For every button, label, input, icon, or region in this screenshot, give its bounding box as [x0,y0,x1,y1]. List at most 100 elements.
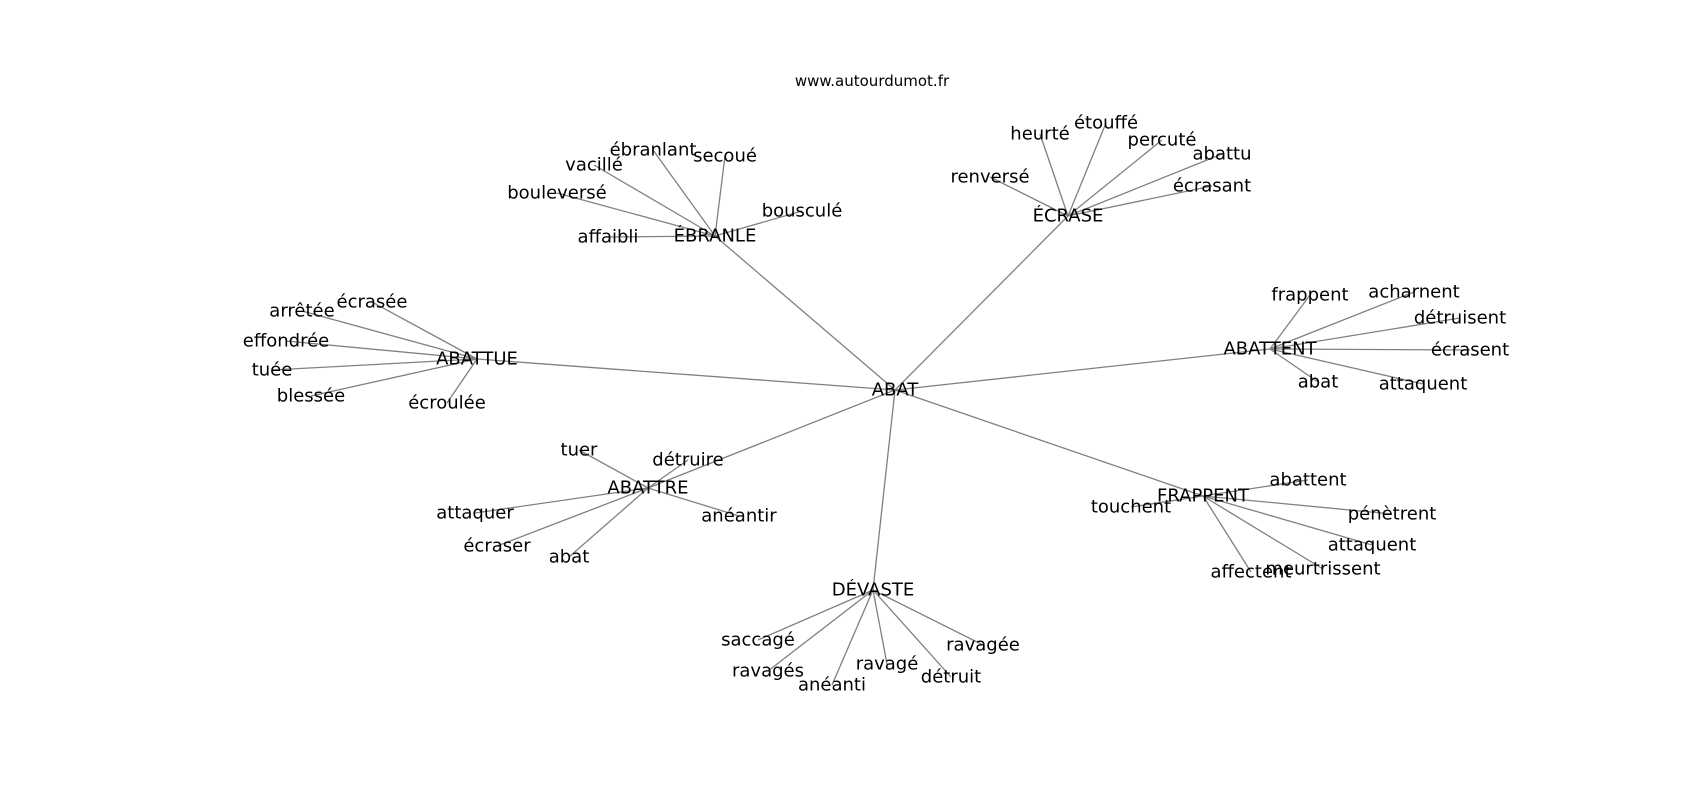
edge-abattue-arretee [301,310,478,360]
edge-abattre-abat [568,487,649,558]
node-hub-devaste: DÉVASTE [832,579,915,601]
edge-devaste-ravagee [872,589,984,646]
edge-root-abattent [894,348,1271,391]
node-leaf-ecrase-etouffe: étouffé [1074,113,1138,134]
node-leaf-abattue-ecroulee: écroulée [408,393,486,414]
edge-ebranle-bouleverse [556,192,716,237]
edge-abattent-acharnent [1269,291,1415,350]
graph-edges [271,122,1471,686]
node-leaf-abattue-arretee: arrêtée [269,301,334,322]
node-hub-abattue: ABATTUE [436,349,518,370]
edge-frappent-abattent [1202,479,1309,497]
node-leaf-ecrase-heurte: heurté [1010,124,1069,145]
node-leaf-abattre-ecraser: écraser [463,536,531,557]
edge-abattue-ecroulee [446,358,478,404]
edge-frappent-attaquent [1202,495,1373,546]
node-leaf-devaste-ravage: ravagé [856,654,919,675]
edge-frappent-affectent [1202,495,1252,573]
node-hub-frappent: FRAPPENT [1157,486,1250,507]
edge-ecrase-ecrasant [1067,185,1213,217]
node-leaf-devaste-detruit: détruit [921,667,981,688]
node-leaf-devaste-saccage: saccagé [721,630,795,651]
node-leaf-ebranle-bouscule: bousculé [762,201,843,222]
node-leaf-devaste-ravagee: ravagée [946,635,1020,656]
edge-devaste-ravages [767,589,874,672]
edge-ecrase-heurte [1039,133,1069,217]
node-leaf-ecrase-renverse: renversé [950,167,1029,188]
node-leaf-abattue-tuee: tuée [252,360,293,381]
node-leaf-ebranle-affaibli: affaibli [578,227,639,248]
node-leaf-ebranle-bouleverse: bouleversé [507,183,607,204]
node-leaf-abattue-blessee: blessée [277,386,345,407]
node-leaf-abattent-detruisent: détruisent [1414,308,1506,329]
edge-root-abattue [476,358,896,391]
node-leaf-abattre-abat: abat [549,547,590,568]
edge-ecrase-abattu [1067,153,1223,217]
node-leaf-abattent-attaquent: attaquent [1379,374,1468,395]
edge-abattent-frappent [1269,294,1311,350]
edge-abattre-aneantir [647,487,740,517]
node-leaf-frappent-meurtrissent: meurtrissent [1265,559,1380,580]
node-leaf-frappent-penetrent: pénètrent [1348,504,1437,525]
edge-root-devaste [872,389,896,591]
edge-abattue-tuee [271,358,478,371]
node-leaf-ecrase-abattu: abattu [1192,144,1251,165]
edge-ebranle-affaibli [607,235,716,238]
edge-ebranle-bouscule [714,210,803,237]
edge-root-ecrase [894,215,1069,391]
edge-frappent-touchent [1130,495,1204,508]
node-leaf-frappent-touchent: touchent [1091,497,1171,518]
edge-ebranle-secoue [714,155,726,237]
edge-abattre-detruire [647,459,689,489]
edge-abattre-tuer [578,449,649,489]
node-root-abat: ABAT [872,380,920,401]
edge-abattre-attaquer [474,487,649,514]
node-leaf-abattre-tuer: tuer [561,440,599,461]
node-leaf-devaste-aneanti: anéanti [798,675,866,696]
edge-root-ebranle [714,235,896,391]
node-hub-abattre: ABATTRE [607,478,688,499]
node-leaf-abattent-acharnent: acharnent [1368,282,1459,303]
node-leaf-frappent-attaquent: attaquent [1328,535,1417,556]
edge-root-abattre [647,389,896,489]
edge-abattue-effondree [285,340,478,360]
edge-devaste-ravage [872,589,888,665]
node-hub-ecrase: ÉCRASE [1033,205,1104,227]
edge-frappent-meurtrissent [1202,495,1324,570]
node-leaf-frappent-abattent: abattent [1269,470,1346,491]
node-leaf-abattent-abat: abat [1298,372,1339,393]
node-leaf-abattre-attaquer: attaquer [436,503,514,524]
edge-abattue-ecrasee [371,301,478,360]
edge-ecrase-renverse [989,176,1069,217]
edge-ecrase-etouffe [1067,122,1107,217]
node-leaf-abattre-detruire: détruire [652,450,723,471]
node-leaf-ebranle-ebranlant: ébranlant [610,140,697,161]
edge-abattent-abat [1269,348,1319,383]
node-leaf-ebranle-secoue: secoué [693,146,757,167]
node-leaf-abattent-frappent: frappent [1271,285,1348,306]
edge-abattent-detruisent [1269,317,1461,350]
graph-labels: ABATÉBRANLEaffaiblibouleversévacilléébra… [243,113,1509,696]
site-url-label: www.autourdumot.fr [794,72,950,90]
node-leaf-abattre-aneantir: anéantir [701,506,777,527]
edge-ecrase-percute [1067,139,1163,217]
edge-devaste-aneanti [831,589,874,686]
node-leaf-abattue-ecrasee: écrasée [337,292,408,313]
node-hub-abattent: ABATTENT [1223,339,1317,360]
edge-abattent-attaquent [1269,348,1424,385]
edge-ebranle-vacille [593,164,716,237]
edge-devaste-saccage [757,589,874,641]
edge-devaste-detruit [872,589,952,678]
node-leaf-abattue-effondree: effondrée [243,331,329,352]
edge-ebranle-ebranlant [652,149,716,237]
node-leaf-frappent-affectent: affectent [1211,562,1292,583]
node-leaf-ecrase-percute: percuté [1128,130,1197,151]
node-leaf-ecrase-ecrasant: écrasant [1173,176,1251,197]
edge-abattue-blessee [310,358,478,397]
edge-abattre-ecraser [496,487,649,547]
edge-abattent-ecrasent [1269,348,1471,351]
node-leaf-abattent-ecrasent: écrasent [1431,340,1509,361]
node-leaf-devaste-ravages: ravagés [732,661,804,682]
edge-root-frappent [894,389,1204,497]
